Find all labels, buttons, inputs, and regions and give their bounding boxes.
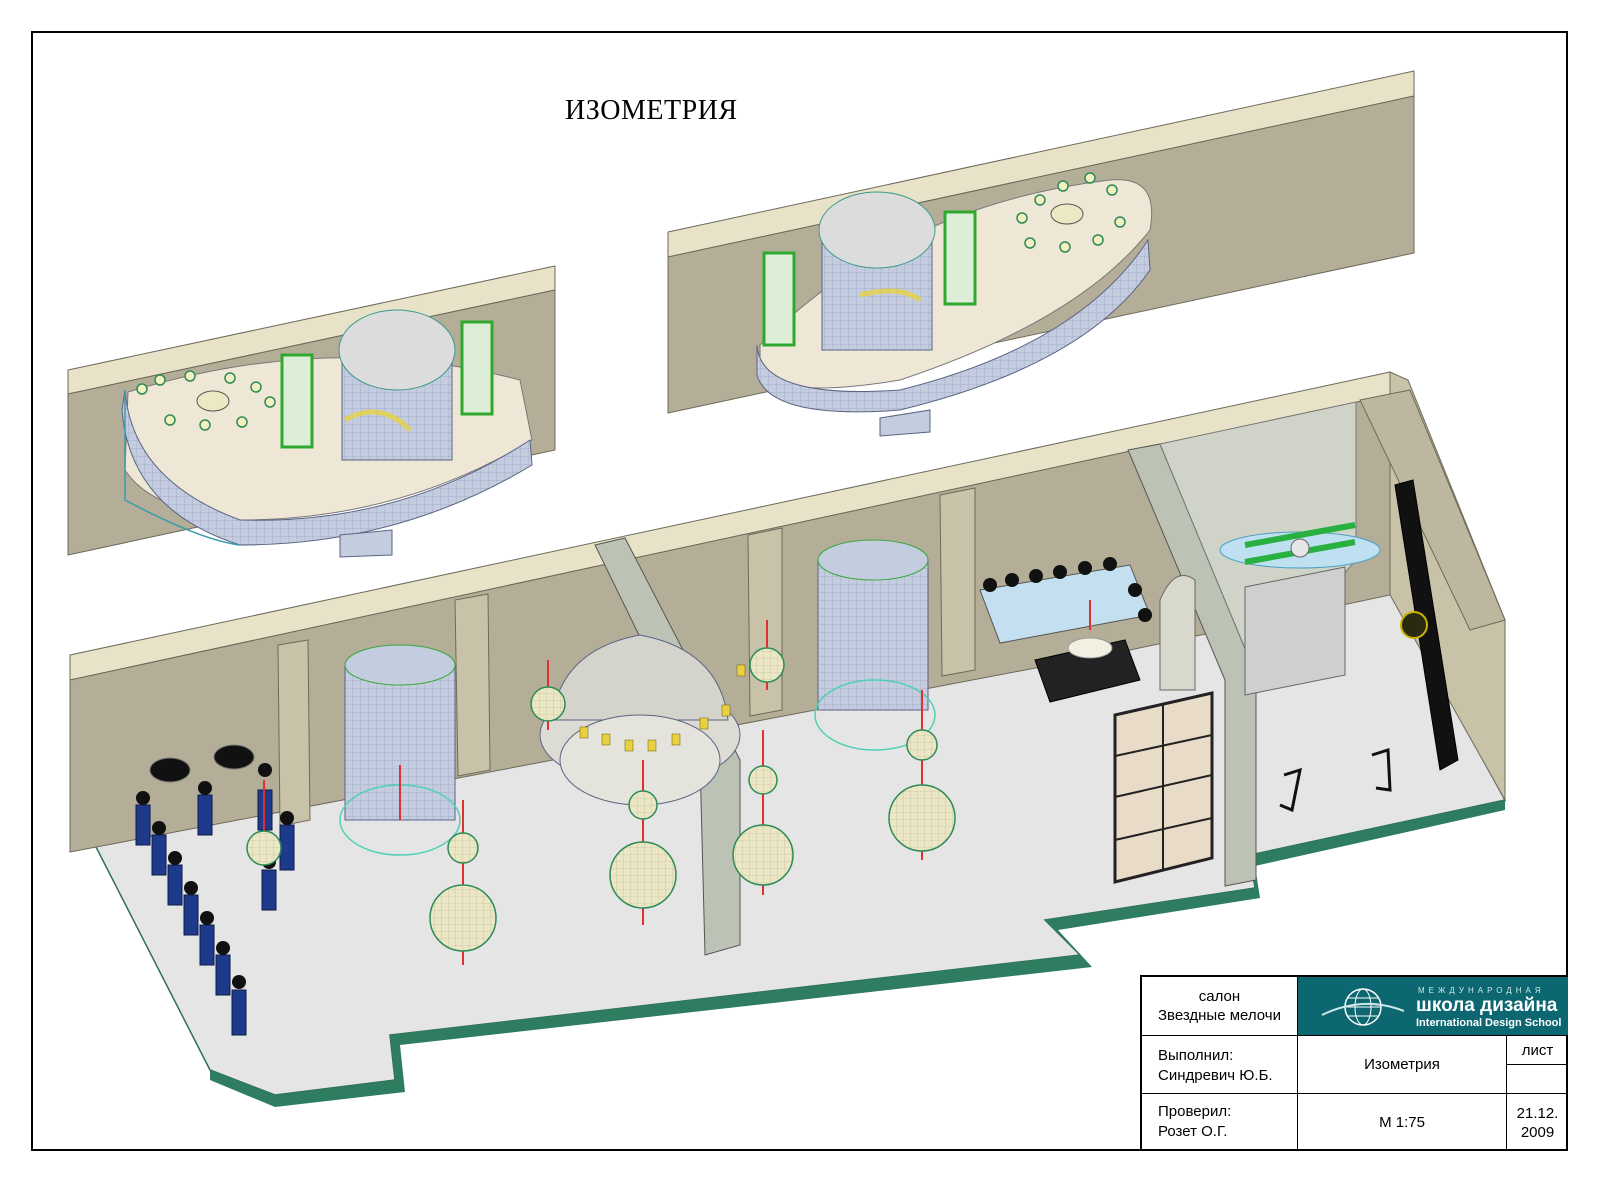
logo-sub-text: International Design School bbox=[1416, 1017, 1562, 1029]
shelving-unit bbox=[1113, 691, 1214, 884]
upper-floor-right bbox=[667, 70, 1415, 437]
project-name-cell: салон Звездные мелочи bbox=[1142, 977, 1298, 1036]
hanging-spheres bbox=[246, 600, 1091, 965]
logo-main-text: школа дизайна bbox=[1416, 995, 1558, 1016]
sheet-label: лист bbox=[1507, 1036, 1568, 1065]
scale: М 1:75 bbox=[1298, 1094, 1507, 1151]
sheet-number-cell bbox=[1507, 1065, 1568, 1094]
chairs bbox=[1279, 747, 1392, 813]
dome-stage bbox=[539, 634, 746, 806]
executed-by-cell: Выполнил: Синдревич Ю.Б. bbox=[1142, 1036, 1298, 1094]
project-line1: салон bbox=[1198, 988, 1241, 1005]
page-title: ИЗОМЕТРИЯ bbox=[565, 95, 738, 126]
logo-top-text: МЕЖДУНАРОДНАЯ bbox=[1418, 986, 1545, 995]
spiral-stair-ground-2 bbox=[814, 539, 936, 751]
wall-grilles bbox=[149, 744, 255, 783]
date-line2: 2009 bbox=[1520, 1123, 1555, 1141]
date-line1: 21.12. bbox=[1516, 1104, 1559, 1122]
title-block: салон Звездные мелочи МЕЖДУНАРОДНАЯ школ… bbox=[1140, 975, 1568, 1151]
sheet-title: Изометрия bbox=[1298, 1036, 1507, 1094]
school-logo: МЕЖДУНАРОДНАЯ школа дизайна Internationa… bbox=[1298, 977, 1568, 1036]
checked-by-cell: Проверил: Розет О.Г. bbox=[1142, 1094, 1298, 1151]
upper-floor-left bbox=[67, 265, 556, 558]
spiral-stair-left-upper bbox=[338, 309, 456, 461]
globe-icon bbox=[1321, 988, 1405, 1026]
pedestals-left bbox=[135, 744, 295, 1036]
checked-by-name: Розет О.Г. bbox=[1158, 1123, 1228, 1140]
spiral-stair-ground-1 bbox=[339, 644, 461, 856]
display-shelf bbox=[979, 557, 1152, 703]
executed-by-name: Синдревич Ю.Б. bbox=[1158, 1067, 1273, 1084]
project-line2: Звездные мелочи bbox=[1157, 1007, 1282, 1024]
spiral-stair-right-upper bbox=[818, 191, 936, 351]
checked-by-label: Проверил: bbox=[1158, 1103, 1232, 1120]
date-cell: 21.12. 2009 bbox=[1507, 1094, 1568, 1151]
shop-sign bbox=[1219, 522, 1381, 569]
executed-by-label: Выполнил: bbox=[1158, 1047, 1234, 1064]
